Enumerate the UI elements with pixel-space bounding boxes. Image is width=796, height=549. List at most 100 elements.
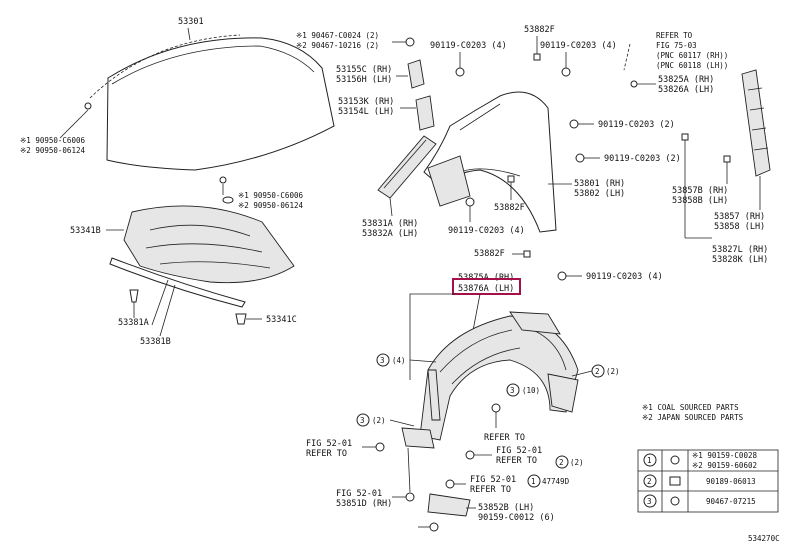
- label-ref2b: REFER TO: [496, 456, 537, 466]
- table-row-part: ※1 90159-C0028: [692, 451, 757, 460]
- hood-insulator[interactable]: [123, 205, 295, 284]
- nut-icon: [669, 476, 681, 486]
- label-53852b: 90159-C0012 (6): [478, 513, 555, 523]
- insulator-clip[interactable]: [235, 313, 247, 325]
- bolt-icon: [670, 455, 680, 465]
- label-53882f-2: 53882F: [494, 203, 525, 213]
- table-row-part: 90189-06013: [706, 477, 756, 486]
- label-c3a: (4): [392, 356, 406, 365]
- label-53825a: 53825A (RH): [658, 75, 714, 85]
- label-bolt-2: 90119-C0203 (4): [540, 41, 617, 51]
- hood-panel[interactable]: [106, 37, 335, 171]
- cushion-clip[interactable]: [219, 176, 227, 184]
- label-ref1a: FIG 52-01: [306, 439, 352, 449]
- clip-icon[interactable]: [533, 53, 541, 61]
- callout-3-icon: [356, 413, 370, 427]
- label-cushion-b1: ※1 90950-C6006: [238, 191, 303, 200]
- label-53341b: 53341B: [70, 226, 101, 236]
- fender-side-bracket[interactable]: [741, 69, 771, 177]
- label-cushion-a1: ※1 90950-C6006: [20, 136, 85, 145]
- clip-icon[interactable]: [523, 250, 531, 258]
- footnote-2: ※2 JAPAN SOURCED PARTS: [642, 413, 744, 422]
- liner-rear-piece[interactable]: [547, 373, 579, 413]
- screw-icon[interactable]: [405, 37, 415, 47]
- liner-front-piece[interactable]: [427, 369, 441, 421]
- bolt-icon[interactable]: [429, 522, 439, 532]
- label-47749d: REFER TO: [484, 433, 525, 443]
- table-row-part: 90467-07215: [706, 497, 756, 506]
- label-53802: 53802 (LH): [574, 189, 625, 199]
- side-seal-bar[interactable]: [377, 135, 437, 199]
- label-53882f-1: 53882F: [524, 25, 555, 35]
- cushion-bracket[interactable]: [415, 95, 435, 131]
- label-screw-2: ※2 90467-10216 (2): [296, 41, 379, 50]
- callout-1-icon: [527, 474, 541, 488]
- label-refer-3: (PNC 60117 (RH)): [656, 51, 728, 60]
- bolt-icon[interactable]: [465, 450, 475, 460]
- label-53341c: 53341C: [266, 315, 297, 325]
- label-53155c: 53155C (RH): [336, 65, 392, 75]
- clip-icon[interactable]: [681, 133, 689, 141]
- label-refer-2: FIG 75-03: [656, 41, 697, 50]
- label-53831a: 53831A (RH): [362, 219, 418, 229]
- label-c3c: (10): [522, 386, 540, 395]
- label-bolt-3: 90119-C0203 (2): [598, 120, 675, 130]
- label-53381b: 53381B: [140, 337, 171, 347]
- table-row-num: 3: [647, 497, 652, 506]
- cushion-pad[interactable]: [222, 196, 234, 204]
- label-53156h: 53156H (LH): [336, 75, 392, 85]
- label-53832a: 53832A (LH): [362, 229, 418, 239]
- clip-icon[interactable]: [630, 80, 638, 88]
- svg-text:2: 2: [595, 367, 600, 376]
- svg-text:1: 1: [531, 477, 536, 486]
- label-53381a: 53381A: [118, 318, 149, 328]
- bolt-icon[interactable]: [575, 153, 585, 163]
- label-53801: 53801 (RH): [574, 179, 625, 189]
- leader: [409, 293, 455, 380]
- label-53882f-3: 53882F: [474, 249, 505, 259]
- clip-icon[interactable]: [507, 175, 515, 183]
- bolt-icon[interactable]: [405, 492, 415, 502]
- fastener-table: 1 ※1 90159-C0028 ※2 90159-60602 2 90189-…: [637, 449, 779, 513]
- figure-id: 534270C: [748, 534, 780, 543]
- label-cushion-b2: ※2 90950-06124: [238, 201, 303, 210]
- bolt-icon[interactable]: [557, 271, 567, 281]
- bolt-icon[interactable]: [561, 67, 571, 77]
- liner-bracket[interactable]: [401, 427, 435, 449]
- bolt-icon[interactable]: [465, 197, 475, 207]
- lamp-outline: [623, 43, 631, 71]
- hood-seal-outline: [89, 34, 241, 99]
- label-53828k: 53828K (LH): [712, 255, 768, 265]
- label-53858: 53858 (LH): [714, 222, 765, 232]
- label-53826a: 53826A (LH): [658, 85, 714, 95]
- cushion-clip[interactable]: [84, 102, 92, 110]
- bolt-icon[interactable]: [569, 119, 579, 129]
- mudguard-seal[interactable]: [427, 493, 471, 517]
- bolt-icon[interactable]: [375, 442, 385, 452]
- highlight-box[interactable]: [452, 278, 521, 295]
- label-ref4b: 53851D (RH): [336, 499, 392, 509]
- label-ref1b: REFER TO: [306, 449, 347, 459]
- label-bolt-1: 90119-C0203 (4): [430, 41, 507, 51]
- label-bolt-6: 90119-C0203 (4): [586, 272, 663, 282]
- svg-text:3: 3: [510, 386, 515, 395]
- bolt-icon[interactable]: [455, 67, 465, 77]
- svg-text:3: 3: [380, 356, 385, 365]
- fender-liner-upper[interactable]: [427, 155, 471, 207]
- insulator-clip[interactable]: [129, 289, 139, 303]
- seal-bracket[interactable]: [407, 59, 425, 89]
- table-row-num: 2: [647, 477, 652, 486]
- insulator-seal-strip[interactable]: [109, 257, 246, 308]
- label-cushion-a2: ※2 90950-06124: [20, 146, 85, 155]
- clip-icon[interactable]: [723, 155, 731, 163]
- table-row-num: 1: [647, 456, 652, 465]
- front-fender[interactable]: [423, 91, 557, 233]
- liner-seal[interactable]: [509, 311, 561, 335]
- label-53857: 53857 (RH): [714, 212, 765, 222]
- label-ref3a: FIG 52-01: [470, 475, 516, 485]
- bolt-icon[interactable]: [491, 403, 501, 413]
- callout-3-icon: [376, 353, 390, 367]
- label-ref3b: REFER TO: [470, 485, 511, 495]
- bolt-icon[interactable]: [445, 479, 455, 489]
